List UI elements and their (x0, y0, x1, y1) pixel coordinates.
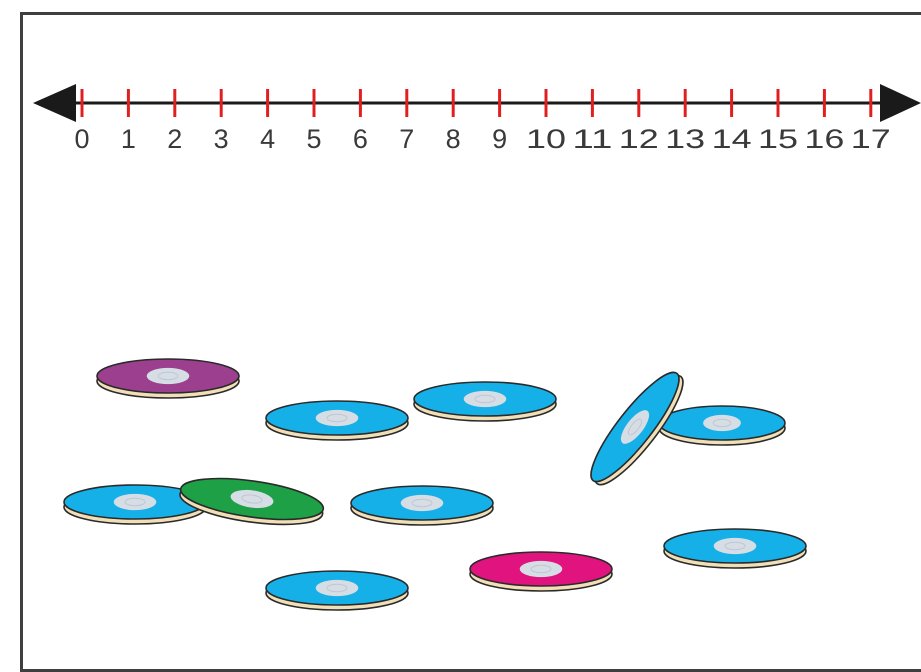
counter-chip (350, 485, 494, 526)
tick-label: 13 (665, 124, 705, 154)
counter-center (713, 537, 757, 555)
counter-emboss (712, 418, 732, 428)
counter-chip (265, 400, 409, 441)
counter-chip (590, 371, 684, 486)
tick-label: 0 (74, 124, 89, 154)
tick-label: 4 (260, 124, 275, 154)
tick-label: 16 (804, 124, 844, 154)
counter-chip (96, 358, 240, 399)
counter-center (463, 390, 507, 408)
counter-center (315, 409, 359, 427)
counter-chip (63, 484, 207, 525)
counter-chip (663, 528, 807, 569)
tick-label: 6 (353, 124, 368, 154)
counter-chip (265, 570, 409, 611)
counter-center (113, 493, 157, 511)
counter-chip (179, 477, 325, 526)
counter-emboss (724, 541, 746, 551)
counter-center (230, 489, 274, 509)
left-arrow-icon (33, 84, 76, 122)
tick-label: 7 (399, 124, 414, 154)
counter-emboss (627, 418, 643, 436)
counter-emboss (326, 583, 348, 593)
counter-emboss (474, 394, 496, 404)
counter-chip (658, 405, 786, 446)
counter-center (703, 414, 741, 432)
counter-emboss (326, 413, 348, 423)
tick-label: 17 (851, 124, 891, 154)
tick-label: 9 (492, 124, 507, 154)
counters-group (63, 358, 807, 611)
tick-label: 8 (446, 124, 461, 154)
tick-label: 15 (758, 124, 798, 154)
tick-label: 12 (619, 124, 659, 154)
counter-emboss (124, 497, 146, 507)
tick-label: 2 (167, 124, 182, 154)
tick-label: 3 (214, 124, 229, 154)
counter-emboss (241, 494, 263, 504)
counter-center (519, 560, 563, 578)
counter-emboss (411, 498, 433, 508)
counter-emboss (157, 371, 179, 381)
counter-center (400, 494, 444, 512)
counter-center (146, 367, 190, 385)
counter-chip (413, 381, 557, 422)
right-arrow-icon (880, 84, 921, 122)
tick-label: 10 (526, 124, 566, 154)
tick-label: 11 (572, 124, 612, 154)
tick-label: 14 (712, 124, 752, 154)
counter-emboss (530, 564, 552, 574)
counter-center (315, 579, 359, 597)
counter-chip (469, 551, 613, 592)
tick-label: 5 (306, 124, 321, 154)
tick-label: 1 (121, 124, 136, 154)
counter-center (620, 410, 650, 444)
